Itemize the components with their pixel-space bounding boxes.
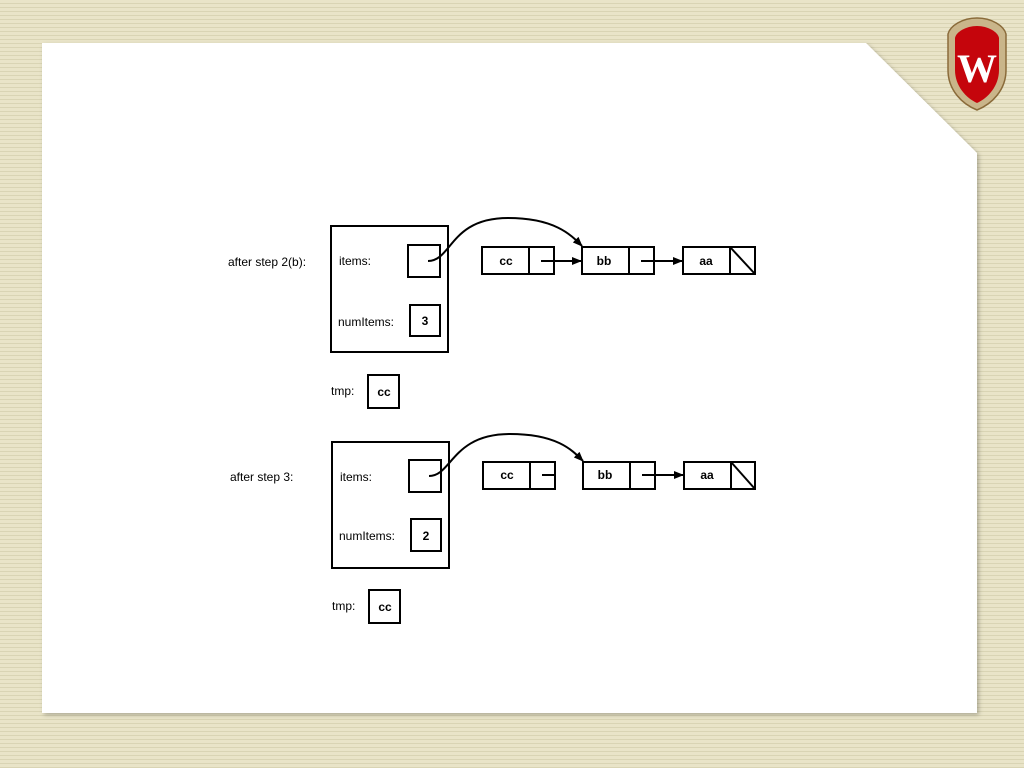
list-object-box <box>331 441 450 569</box>
null-pointer-slash <box>730 461 756 490</box>
node-value: aa <box>700 468 714 482</box>
node-value: cc <box>500 468 514 482</box>
numitems-value: 3 <box>422 314 429 328</box>
numitems-field-label: numItems: <box>339 529 395 543</box>
university-shield-logo: W <box>947 17 1007 111</box>
numitems-value: 2 <box>423 529 430 543</box>
numitems-value-box <box>409 304 441 337</box>
node-value: bb <box>597 254 612 268</box>
tmp-value: cc <box>377 385 391 399</box>
tmp-value-box <box>367 374 400 409</box>
items-pointer-box <box>408 459 442 493</box>
slide-panel <box>42 43 977 713</box>
tmp-label: tmp: <box>331 384 354 398</box>
tmp-value: cc <box>378 600 392 614</box>
tmp-label: tmp: <box>332 599 355 613</box>
null-pointer-slash <box>729 246 756 275</box>
items-field-label: items: <box>340 470 372 484</box>
numitems-field-label: numItems: <box>338 315 394 329</box>
items-pointer-arrow <box>428 432 584 477</box>
node-value: aa <box>699 254 713 268</box>
items-pointer-box <box>407 244 441 278</box>
list-node: cc <box>482 461 556 490</box>
numitems-value-box <box>410 518 442 552</box>
logo-letter: W <box>957 46 997 91</box>
tmp-value-box <box>368 589 401 624</box>
diagram-after-step-3: after step 3: items: numItems: 2 cc bb a… <box>230 432 756 624</box>
items-pointer-arrow <box>427 216 583 262</box>
node-value: bb <box>598 468 613 482</box>
list-object-box <box>330 225 449 353</box>
diagram-after-step-2b: after step 2(b): items: numItems: 3 cc b… <box>228 216 756 409</box>
node-value: cc <box>499 254 513 268</box>
step-label: after step 2(b): <box>228 255 306 269</box>
step-label: after step 3: <box>230 470 293 484</box>
list-node: aa <box>682 246 756 275</box>
items-field-label: items: <box>339 254 371 268</box>
list-node: aa <box>683 461 756 490</box>
